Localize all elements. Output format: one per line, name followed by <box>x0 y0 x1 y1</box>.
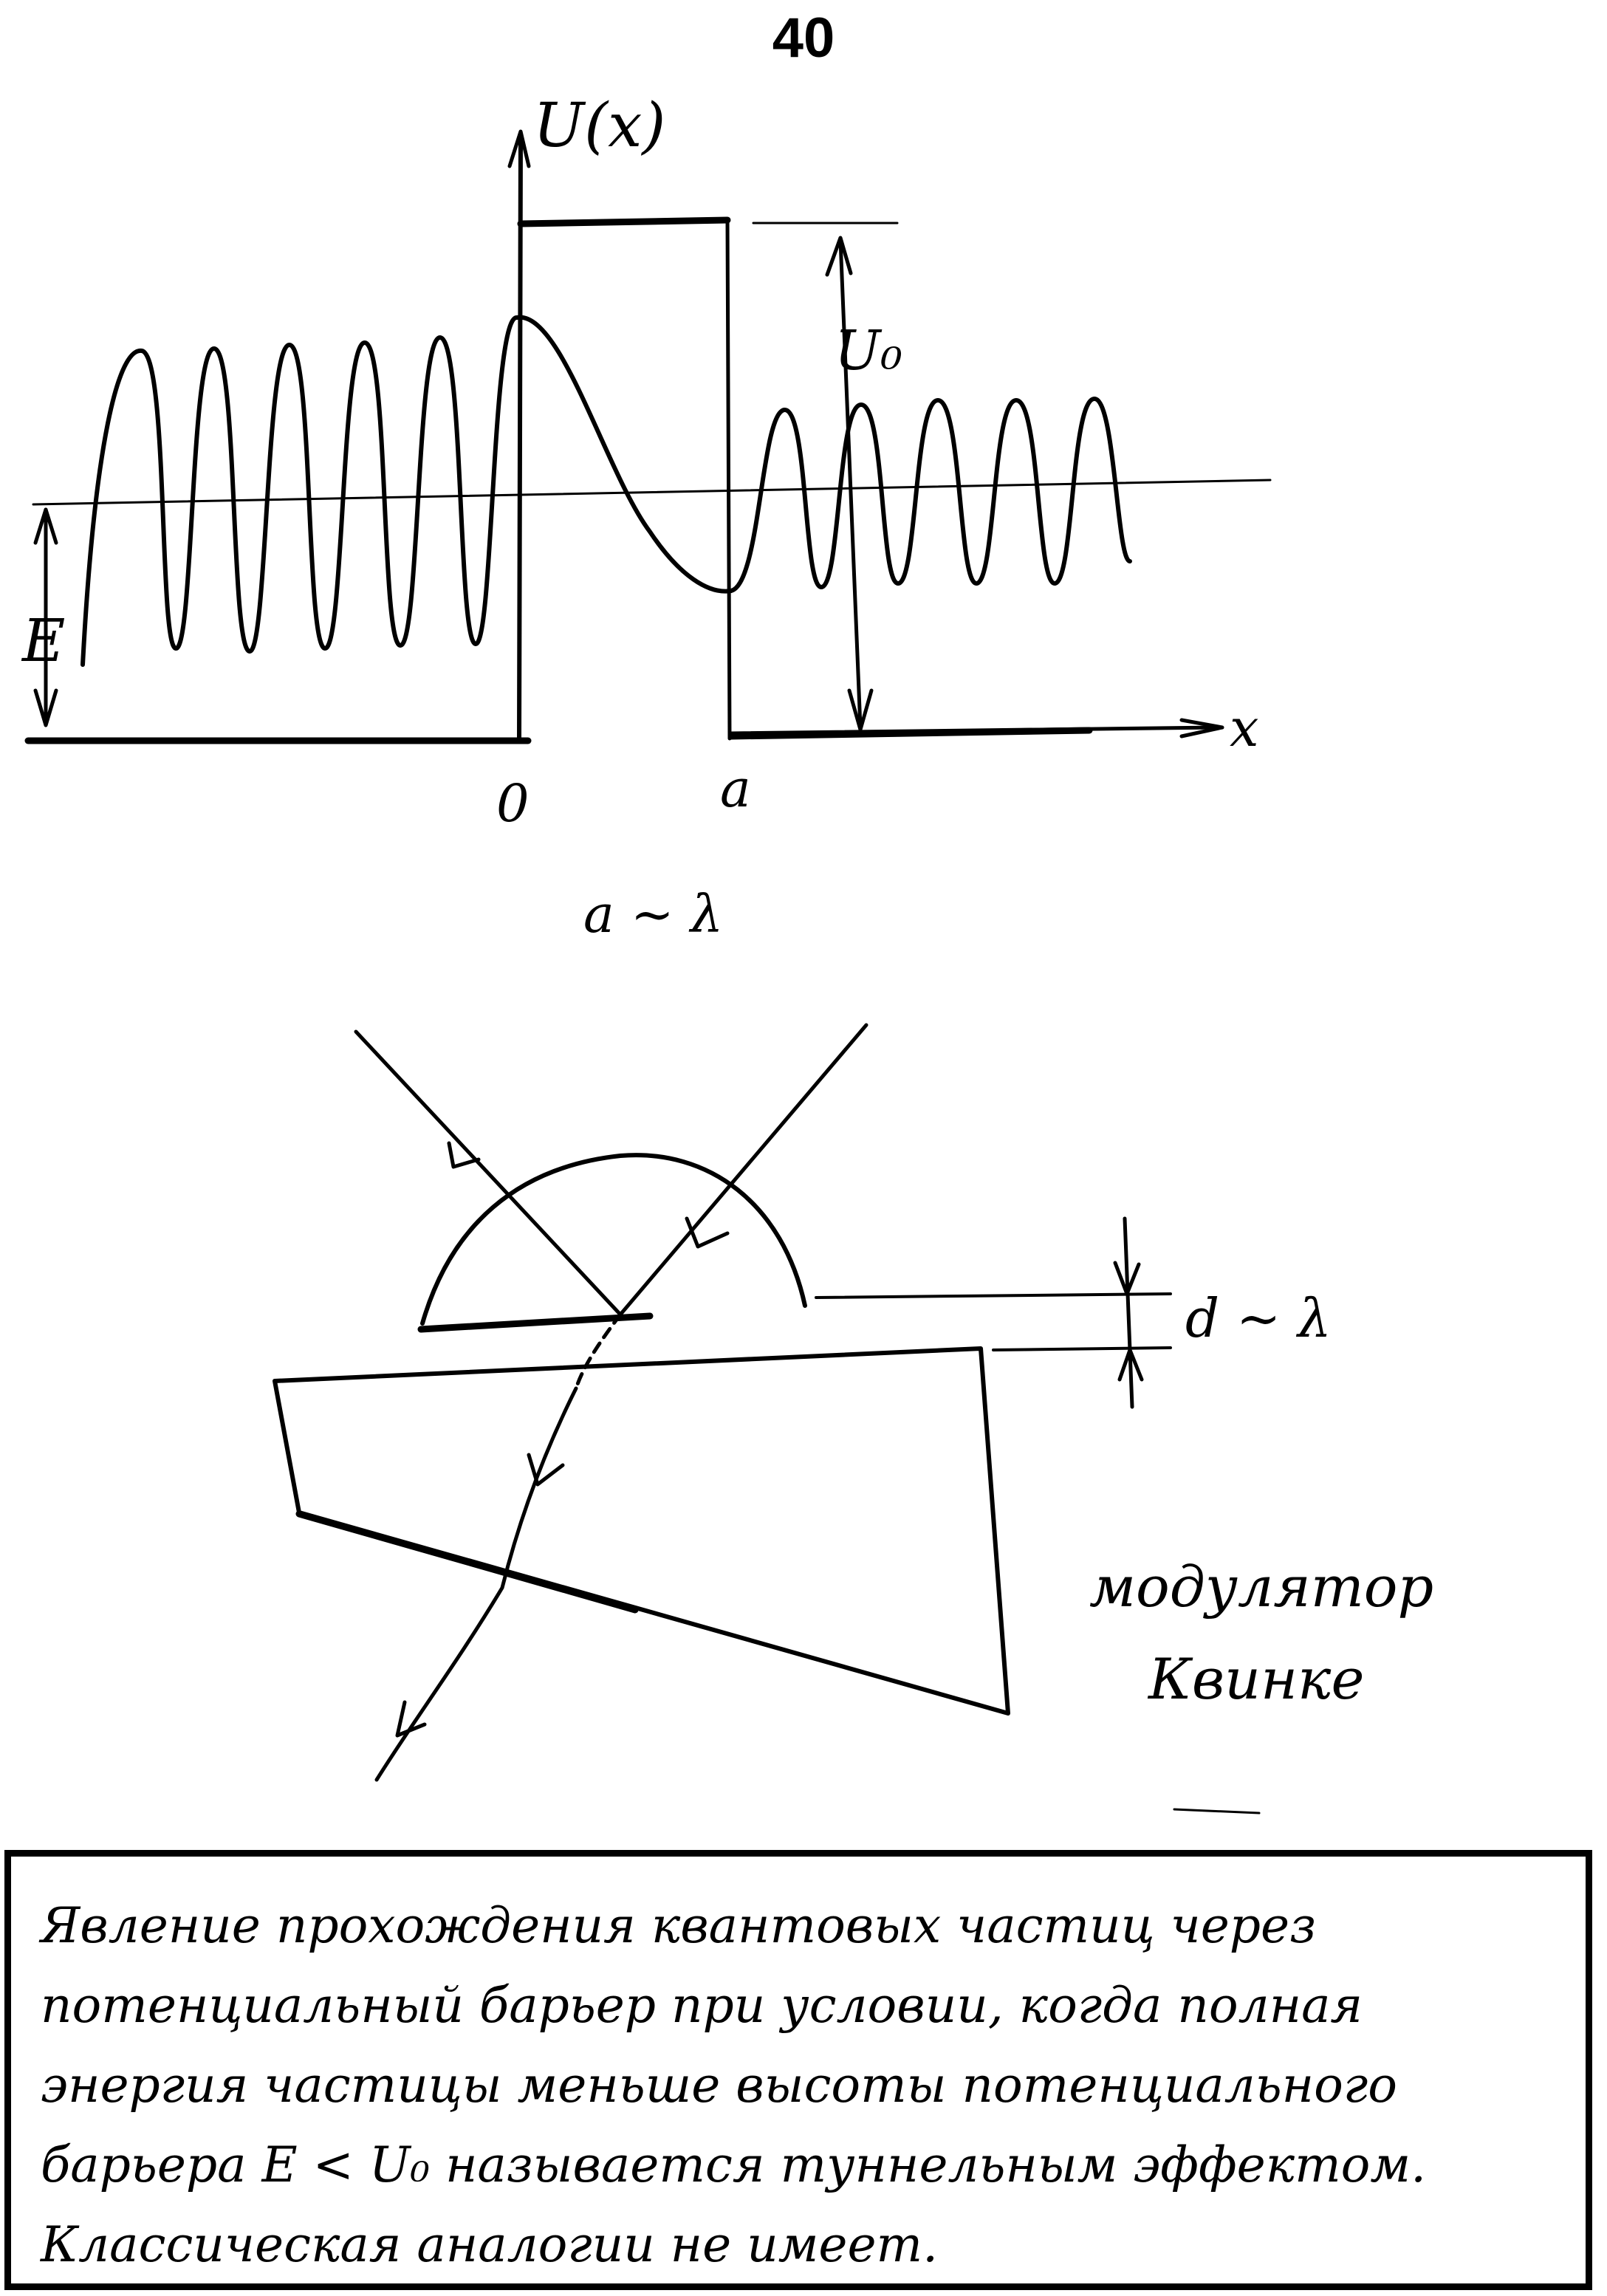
page-number: 40 <box>772 7 835 69</box>
incident-ray-arrowhead <box>685 1216 730 1249</box>
reflected-ray-arrowhead <box>447 1141 481 1169</box>
barrier-height-arrow <box>838 238 863 730</box>
wave-barrier <box>515 315 733 594</box>
incident-ray <box>618 1023 868 1317</box>
caption-line1: модулятор <box>1089 1554 1433 1620</box>
diagram-canvas: U(x) x U₀ E 0 a a ~ λ d ~ λ модулятор Кв… <box>21 91 1433 1814</box>
barrier-right-wall <box>725 218 732 741</box>
x-axis-label: x <box>1230 698 1258 758</box>
wave-transmitted <box>729 397 1132 593</box>
y-axis-label: U(x) <box>533 91 665 161</box>
tick-origin: 0 <box>496 773 530 834</box>
energy-arrowhead-top <box>33 507 58 545</box>
explanation-text: Явление прохождения квантовых частиц чер… <box>41 1897 1427 2273</box>
reflected-ray <box>354 1029 623 1317</box>
transmitted-ray-arrowhead-1 <box>527 1453 565 1487</box>
caption-line2: Квинке <box>1147 1646 1364 1712</box>
wave-incident <box>80 315 519 667</box>
hemisphere-base <box>417 1312 654 1333</box>
hemisphere <box>420 1153 807 1326</box>
explanation-box: Явление прохождения квантовых частиц чер… <box>4 1850 1592 2290</box>
energy-level-line <box>32 479 1272 506</box>
energy-label: E <box>21 606 65 675</box>
gap-arrowhead-bottom <box>1117 1348 1144 1382</box>
prism-lower-face-contact <box>295 1510 639 1614</box>
gap-arrowhead-top <box>1113 1261 1141 1296</box>
y-axis-arrowhead <box>507 129 531 168</box>
gap-line-top <box>815 1292 1172 1299</box>
transmitted-ray <box>374 1386 578 1782</box>
y-axis <box>517 134 523 743</box>
x-axis-arrowhead <box>1179 718 1224 739</box>
condition-label: a ~ λ <box>583 884 723 945</box>
energy-arrowhead-bottom <box>33 688 58 727</box>
tunneling-ray <box>574 1312 623 1391</box>
gap-line-bottom <box>992 1346 1172 1351</box>
ground-line-right <box>727 727 1093 740</box>
gap-dimension-line <box>1123 1216 1134 1409</box>
stray-line <box>1173 1808 1261 1814</box>
barrier-top <box>517 216 731 227</box>
prism <box>273 1346 1010 1716</box>
transmitted-ray-arrowhead-2 <box>395 1700 427 1738</box>
barrier-height-arrowhead-top <box>825 236 853 277</box>
tick-width: a <box>720 758 751 819</box>
barrier-height-label: U₀ <box>835 319 902 383</box>
barrier-height-arrowhead-bottom <box>847 688 874 732</box>
gap-label: d ~ λ <box>1185 1287 1332 1349</box>
